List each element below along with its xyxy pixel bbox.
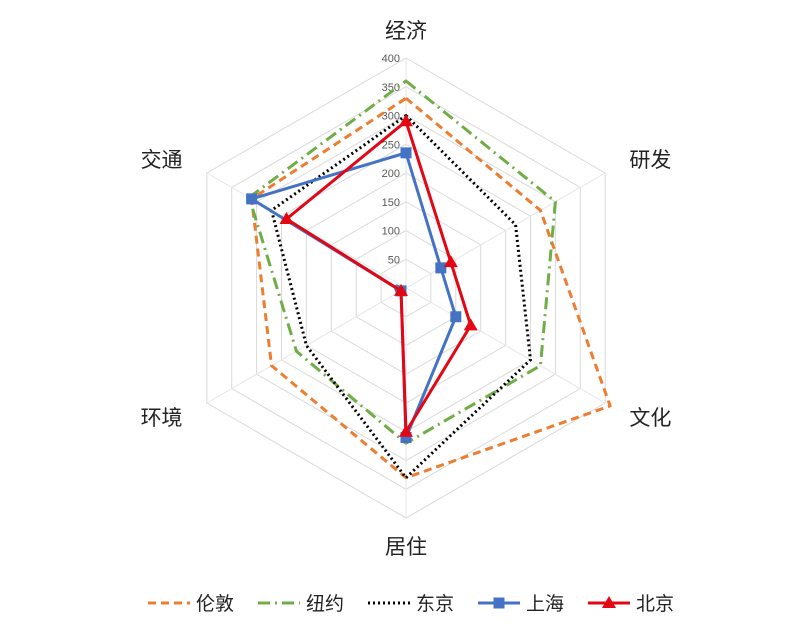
data-point xyxy=(399,114,413,127)
tick-label: 400 xyxy=(382,53,400,65)
legend-label: 东京 xyxy=(416,593,454,615)
data-point xyxy=(443,255,458,268)
legend-item: 东京 xyxy=(368,593,454,615)
legend: 伦敦 纽约 东京 上海 北京 xyxy=(148,593,674,615)
legend-label: 上海 xyxy=(526,593,564,615)
series-北京 xyxy=(279,114,478,437)
data-point xyxy=(399,424,413,437)
series-group xyxy=(246,79,612,480)
data-point xyxy=(246,193,258,205)
legend-item: 纽约 xyxy=(258,593,344,615)
tick-label: 250 xyxy=(382,139,400,151)
tick-label: 50 xyxy=(388,254,400,266)
series-line xyxy=(247,79,557,445)
data-point xyxy=(279,212,294,224)
radial-tick-labels: 050100150200250300350400 xyxy=(382,53,400,295)
axis-label: 交通 xyxy=(141,148,183,172)
legend-item: 上海 xyxy=(478,593,564,615)
data-point xyxy=(463,318,478,331)
data-point xyxy=(450,311,462,323)
legend-marker xyxy=(493,597,505,609)
legend-label: 伦敦 xyxy=(196,593,234,615)
legend-marker xyxy=(602,596,616,608)
series-纽约 xyxy=(247,79,557,445)
legend-label: 纽约 xyxy=(306,593,344,615)
grid-spoke xyxy=(206,287,407,404)
tick-label: 300 xyxy=(382,111,400,123)
axis-label: 文化 xyxy=(629,406,671,430)
axis-label: 研发 xyxy=(629,148,671,172)
legend-label: 北京 xyxy=(636,593,674,615)
data-point xyxy=(435,262,447,274)
tick-label: 200 xyxy=(382,168,400,180)
tick-label: 150 xyxy=(382,197,400,209)
tick-label: 350 xyxy=(382,82,400,94)
legend-item: 伦敦 xyxy=(148,593,234,615)
data-point xyxy=(394,283,409,296)
axis-label: 经济 xyxy=(385,19,427,43)
series-line xyxy=(250,151,458,439)
data-point xyxy=(400,432,412,443)
tick-label: 100 xyxy=(382,226,400,238)
legend-item: 北京 xyxy=(588,593,674,615)
data-point xyxy=(400,147,412,159)
axis-label: 环境 xyxy=(141,406,183,430)
axis-label: 居住 xyxy=(385,535,427,559)
grid-spoke xyxy=(405,287,606,404)
